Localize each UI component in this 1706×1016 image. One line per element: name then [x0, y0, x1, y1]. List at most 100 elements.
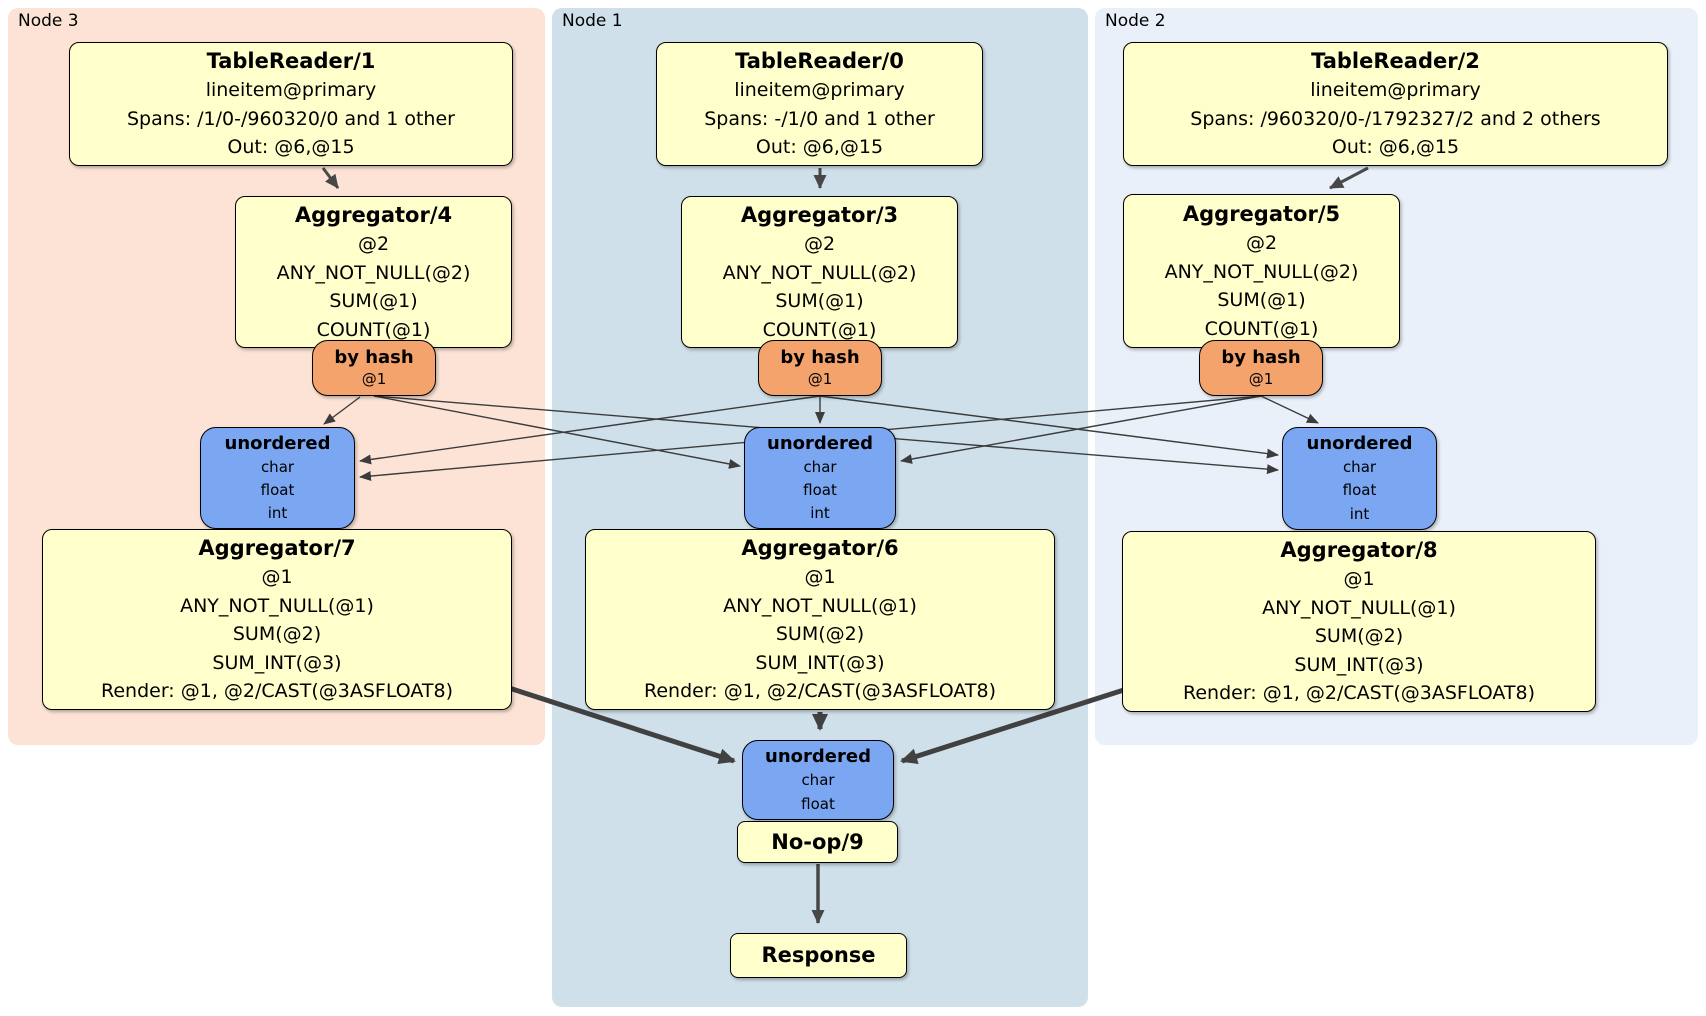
fn-line: SUM(@2): [775, 623, 865, 646]
group-line: @2: [1245, 232, 1278, 255]
fn-line: SUM(@2): [1314, 625, 1404, 648]
sync-type: char: [801, 771, 835, 790]
edge-hash3-un3: [359, 395, 821, 465]
sync-title: unordered: [767, 432, 873, 454]
edge-tr2-agg5: [1329, 166, 1369, 190]
aggregator-6-box: Aggregator/6 @1 ANY_NOT_NULL(@1) SUM(@2)…: [585, 529, 1055, 710]
box-title: Aggregator/5: [1182, 201, 1341, 226]
fn-line: SUM(@2): [232, 623, 322, 646]
router-key: @1: [1248, 370, 1274, 389]
fn-line: COUNT(@1): [762, 318, 877, 341]
sync-type: float: [1342, 481, 1377, 500]
box-title: No-op/9: [771, 829, 864, 854]
index-line: lineitem@primary: [205, 79, 377, 102]
box-title: TableReader/0: [735, 49, 904, 74]
node3-label: Node 3: [18, 11, 79, 31]
sync-type: float: [803, 480, 837, 499]
sync-type: char: [803, 457, 837, 476]
box-title: Response: [761, 943, 876, 968]
sync-type: int: [267, 504, 288, 523]
edge-hash5-un2: [1260, 395, 1319, 424]
unordered-sync-node1: unordered char float int: [744, 427, 896, 529]
node2-label: Node 2: [1105, 11, 1166, 31]
out-line: Out: @6,@15: [227, 136, 355, 159]
sync-title: unordered: [224, 432, 331, 454]
unordered-sync-node2: unordered char float int: [1282, 427, 1437, 530]
sync-type: char: [1342, 458, 1377, 477]
fn-line: ANY_NOT_NULL(@1): [723, 594, 917, 617]
router-key: @1: [807, 370, 833, 389]
group-line: @1: [261, 566, 293, 589]
tablereader-0-box: TableReader/0 lineitem@primary Spans: -/…: [656, 42, 983, 166]
edge-agg7-finalsync: [502, 683, 736, 764]
by-hash-router-5: by hash @1: [1199, 340, 1323, 396]
response-box: Response: [730, 933, 907, 978]
fn-line: ANY_NOT_NULL(@2): [722, 261, 917, 284]
fn-line: ANY_NOT_NULL(@2): [276, 261, 471, 284]
by-hash-router-3: by hash @1: [758, 340, 882, 396]
out-line: Out: @6,@15: [1331, 136, 1460, 159]
box-title: Aggregator/8: [1280, 538, 1438, 563]
sync-type: float: [260, 480, 295, 499]
out-line: Out: @6,@15: [755, 136, 884, 159]
unordered-sync-final: unordered char float: [742, 740, 894, 820]
box-title: Aggregator/3: [740, 202, 899, 227]
box-title: TableReader/2: [1311, 49, 1480, 74]
tablereader-1-box: TableReader/1 lineitem@primary Spans: /1…: [69, 42, 513, 166]
node1-label: Node 1: [562, 11, 623, 31]
index-line: lineitem@primary: [734, 79, 905, 102]
box-title: Aggregator/7: [198, 536, 356, 561]
fn-line: SUM_INT(@3): [755, 651, 885, 674]
aggregator-4-box: Aggregator/4 @2 ANY_NOT_NULL(@2) SUM(@1)…: [235, 196, 512, 348]
fn-line: SUM(@1): [1217, 289, 1306, 312]
fn-line: ANY_NOT_NULL(@1): [180, 594, 374, 617]
spans-line: Spans: /1/0-/960320/0 and 1 other: [127, 107, 455, 130]
sync-title: unordered: [1306, 433, 1413, 455]
fn-line: COUNT(@1): [316, 318, 431, 341]
router-title: by hash: [1221, 346, 1301, 368]
render-line: Render: @1, @2/CAST(@3ASFLOAT8): [101, 680, 453, 703]
sync-type: int: [1349, 504, 1370, 523]
edge-hash3-un2: [819, 395, 1279, 459]
group-line: @1: [804, 566, 836, 589]
render-line: Render: @1, @2/CAST(@3ASFLOAT8): [644, 680, 996, 703]
edge-tr1-agg4: [321, 167, 340, 189]
edge-agg8-finalsync: [900, 685, 1131, 765]
group-line: @2: [357, 233, 390, 256]
router-title: by hash: [780, 346, 860, 368]
unordered-sync-node3: unordered char float int: [200, 427, 355, 529]
fn-line: ANY_NOT_NULL(@1): [1262, 596, 1456, 619]
router-key: @1: [361, 370, 387, 389]
box-title: TableReader/1: [206, 49, 376, 74]
sync-title: unordered: [765, 746, 871, 768]
noop-box: No-op/9: [737, 821, 898, 863]
group-line: @1: [1343, 568, 1375, 591]
sync-type: float: [801, 794, 835, 813]
group-line: @2: [803, 233, 836, 256]
edge-hash5-un1: [900, 395, 1262, 464]
index-line: lineitem@primary: [1310, 79, 1481, 102]
fn-line: COUNT(@1): [1204, 317, 1319, 340]
edge-hash4-un3: [323, 396, 361, 425]
fn-line: SUM_INT(@3): [212, 651, 342, 674]
aggregator-3-box: Aggregator/3 @2 ANY_NOT_NULL(@2) SUM(@1)…: [681, 196, 958, 348]
sync-type: int: [810, 504, 830, 523]
sync-type: char: [260, 457, 295, 476]
render-line: Render: @1, @2/CAST(@3ASFLOAT8): [1183, 682, 1535, 705]
spans-line: Spans: /960320/0-/1792327/2 and 2 others: [1190, 107, 1601, 130]
box-title: Aggregator/4: [294, 202, 453, 227]
aggregator-5-box: Aggregator/5 @2 ANY_NOT_NULL(@2) SUM(@1)…: [1123, 194, 1400, 348]
edge-hash4-un1: [373, 395, 741, 469]
fn-line: ANY_NOT_NULL(@2): [1164, 260, 1359, 283]
spans-line: Spans: -/1/0 and 1 other: [704, 107, 935, 130]
box-title: Aggregator/6: [741, 536, 899, 561]
fn-line: SUM_INT(@3): [1294, 653, 1424, 676]
fn-line: SUM(@1): [329, 290, 418, 313]
aggregator-8-box: Aggregator/8 @1 ANY_NOT_NULL(@1) SUM(@2)…: [1122, 531, 1596, 712]
by-hash-router-4: by hash @1: [312, 340, 436, 396]
router-title: by hash: [334, 346, 414, 368]
aggregator-7-box: Aggregator/7 @1 ANY_NOT_NULL(@1) SUM(@2)…: [42, 529, 512, 710]
tablereader-2-box: TableReader/2 lineitem@primary Spans: /9…: [1123, 42, 1668, 166]
